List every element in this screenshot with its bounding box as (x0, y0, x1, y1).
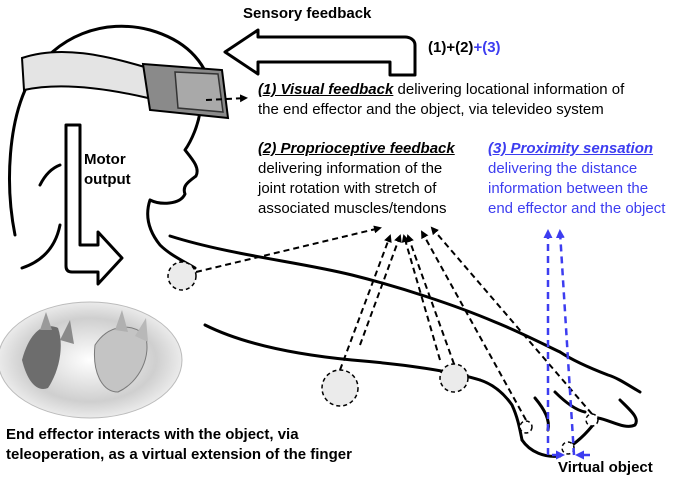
sensory-feedback-arrow (223, 28, 417, 77)
formula-part-1-2: (1)+(2) (428, 39, 474, 56)
motor-output-line1: Motor (84, 151, 126, 168)
proprioceptive-line2: joint rotation with stretch of (258, 180, 437, 197)
wrist-joint (439, 363, 469, 393)
proximity-title: (3) Proximity sensation (488, 140, 654, 157)
arm-outline-icon (168, 234, 642, 458)
proprioceptive-line3: associated muscles/tendons (258, 200, 447, 217)
proprioceptive-arrows (195, 94, 593, 421)
formula-part-3: +(3) (473, 39, 501, 56)
finger-joint-1 (519, 420, 533, 434)
proximity-line3: end effector and the object (488, 200, 666, 217)
virtual-object-marker (561, 441, 575, 455)
virtual-object-label: Virtual object (558, 459, 653, 476)
caption-line1: End effector interacts with the object, … (6, 426, 299, 443)
head-silhouette-icon (8, 24, 214, 270)
visual-feedback-title: (1) Visual feedback (258, 81, 394, 98)
proprioceptive-line1: delivering information of the (258, 160, 443, 177)
hands-photo-icon (0, 301, 183, 419)
vr-headset-icon (20, 50, 230, 120)
visual-feedback-line2: the end effector and the object, via tel… (258, 101, 604, 118)
visual-feedback-line1: (1) Visual feedback delivering locationa… (258, 80, 624, 99)
feedback-formula: (1)+(2)+(3) (428, 38, 501, 57)
motor-output-line2: output (84, 171, 131, 188)
elbow-joint (321, 369, 359, 407)
visual-feedback-text: delivering locational information of (393, 81, 625, 98)
sensory-feedback-label: Sensory feedback (243, 5, 372, 22)
motor-output-arrow (64, 123, 124, 286)
proprioceptive-title: (2) Proprioceptive feedback (258, 140, 455, 157)
proximity-arrows (543, 229, 590, 460)
proximity-line1: delivering the distance (488, 160, 638, 177)
finger-joint-2 (585, 413, 599, 427)
proximity-line2: information between the (488, 180, 649, 197)
shoulder-joint (167, 261, 197, 291)
caption-line2: teleoperation, as a virtual extension of… (6, 446, 352, 463)
